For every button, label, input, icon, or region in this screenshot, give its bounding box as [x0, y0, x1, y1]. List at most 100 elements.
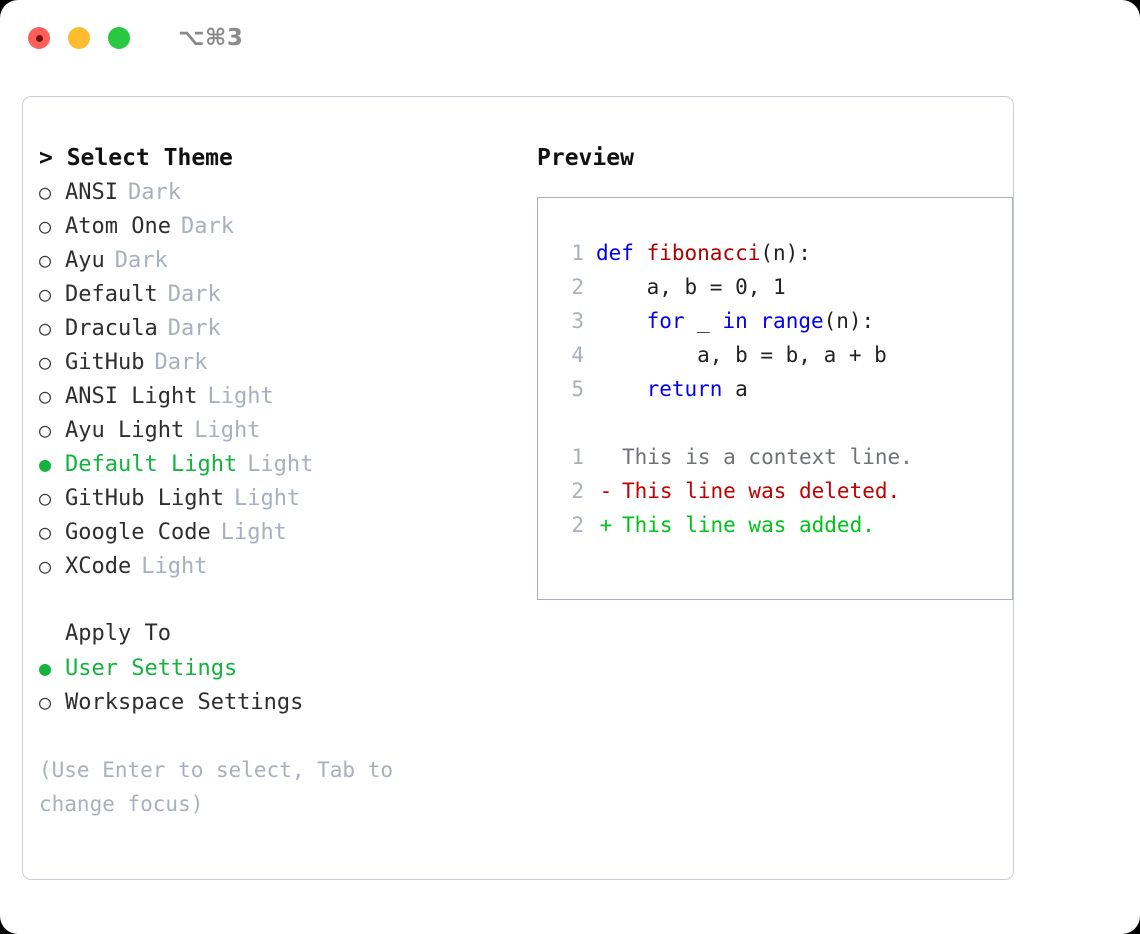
theme-option-xcode[interactable]: ○ XCode Light: [39, 549, 509, 583]
radio-unselected-icon: ○: [39, 554, 52, 578]
theme-option-label: GitHub Light: [65, 486, 224, 511]
diff-line-context: 1 This is a context line.: [556, 440, 1012, 474]
line-number: 2: [571, 513, 584, 537]
code-token-kw: in: [722, 309, 748, 333]
radio-unselected-icon: ○: [39, 214, 52, 238]
theme-option-ansi-light[interactable]: ○ ANSI Light Light: [39, 379, 509, 413]
theme-option-label: ANSI Light: [65, 384, 198, 409]
theme-option-google-code[interactable]: ○ Google Code Light: [39, 515, 509, 549]
line-number: 4: [571, 343, 584, 367]
code-line-text: def fibonacci(n):: [596, 236, 811, 270]
select-theme-header: > Select Theme: [39, 145, 233, 171]
diff-sample: 1 This is a context line.2-This line was…: [556, 440, 1012, 542]
theme-option-label: Ayu Light: [65, 418, 185, 443]
maximize-button[interactable]: [108, 27, 130, 49]
code-line-text: for _ in range(n):: [596, 304, 875, 338]
code-token-plain: a: [722, 377, 748, 401]
code-token-kw: for: [646, 309, 685, 333]
theme-option-github[interactable]: ○ GitHub Dark: [39, 345, 509, 379]
radio-unselected-icon: ○: [39, 520, 52, 544]
diff-marker: [596, 440, 616, 474]
code-token-plain: [596, 377, 647, 401]
theme-option-label: GitHub: [65, 350, 145, 375]
line-number: 1: [571, 241, 584, 265]
diff-line-text: This line was deleted.: [622, 479, 901, 503]
radio-selected-icon: ●: [39, 452, 52, 476]
apply-to-option-user-settings[interactable]: ● User Settings: [39, 651, 509, 685]
spacer: [556, 406, 1012, 440]
close-button[interactable]: [28, 27, 50, 49]
code-line: 5 return a: [556, 372, 1012, 406]
line-number: 2: [571, 275, 584, 299]
code-token-kw: def: [596, 241, 647, 265]
code-line: 4 a, b = b, a + b: [556, 338, 1012, 372]
code-token-plain: a, b = 0, 1: [596, 275, 786, 299]
theme-option-label: Google Code: [65, 520, 211, 545]
line-number: 3: [571, 309, 584, 333]
theme-option-ansi[interactable]: ○ ANSI Dark: [39, 175, 509, 209]
theme-option-label: Default: [65, 282, 158, 307]
theme-option-variant: Light: [141, 554, 208, 579]
radio-unselected-icon: ○: [39, 486, 52, 510]
apply-to-list: ● User Settings ○ Workspace Settings: [39, 651, 509, 719]
theme-option-label: XCode: [65, 554, 132, 579]
radio-unselected-icon: ○: [39, 180, 52, 204]
diff-line-text: This line was added.: [622, 513, 875, 537]
code-line-text: return a: [596, 372, 748, 406]
theme-option-ayu-light[interactable]: ○ Ayu Light Light: [39, 413, 509, 447]
keyboard-shortcut-label: ⌥⌘3: [178, 25, 244, 51]
apply-to-option-workspace-settings[interactable]: ○ Workspace Settings: [39, 685, 509, 719]
theme-option-variant: Light: [220, 520, 287, 545]
theme-option-label: Dracula: [65, 316, 158, 341]
radio-unselected-icon: ○: [39, 282, 52, 306]
theme-option-variant: Dark: [114, 248, 168, 273]
diff-line-deleted: 2-This line was deleted.: [556, 474, 1012, 508]
keyboard-hint-text: (Use Enter to select, Tab to change focu…: [39, 758, 394, 816]
title-bar: ⌥⌘3: [0, 0, 1140, 76]
theme-option-variant: Light: [194, 418, 261, 443]
radio-unselected-icon: ○: [39, 418, 52, 442]
diff-line-text: This is a context line.: [622, 445, 913, 469]
code-token-plain: a, b = b, a + b: [596, 343, 887, 367]
theme-option-variant: Light: [247, 452, 314, 477]
line-number: 1: [571, 445, 584, 469]
code-token-plain: [748, 309, 761, 333]
theme-option-variant: Dark: [167, 316, 221, 341]
code-token-plain: (n):: [823, 309, 875, 333]
code-line: 3 for _ in range(n):: [556, 304, 1012, 338]
theme-option-variant: Dark: [154, 350, 208, 375]
code-token-plain: _: [684, 309, 723, 333]
minimize-button[interactable]: [68, 27, 90, 49]
code-line: 2 a, b = 0, 1: [556, 270, 1012, 304]
radio-selected-icon: ●: [39, 656, 52, 680]
code-line: 1 def fibonacci(n):: [556, 236, 1012, 270]
theme-option-variant: Light: [207, 384, 274, 409]
window-controls: [28, 27, 130, 49]
apply-to-option-label: User Settings: [65, 656, 238, 681]
radio-unselected-icon: ○: [39, 690, 52, 714]
code-line-text: a, b = 0, 1: [596, 270, 786, 304]
diff-marker: -: [599, 479, 613, 503]
line-number: 2: [571, 479, 584, 503]
line-number: 5: [571, 377, 584, 401]
theme-option-variant: Dark: [127, 180, 181, 205]
code-line-text: a, b = b, a + b: [596, 338, 887, 372]
radio-unselected-icon: ○: [39, 384, 52, 408]
theme-option-label: ANSI: [65, 180, 118, 205]
apply-to-option-label: Workspace Settings: [65, 690, 304, 715]
radio-unselected-icon: ○: [39, 350, 52, 374]
code-token-fn: fibonacci: [646, 241, 761, 265]
